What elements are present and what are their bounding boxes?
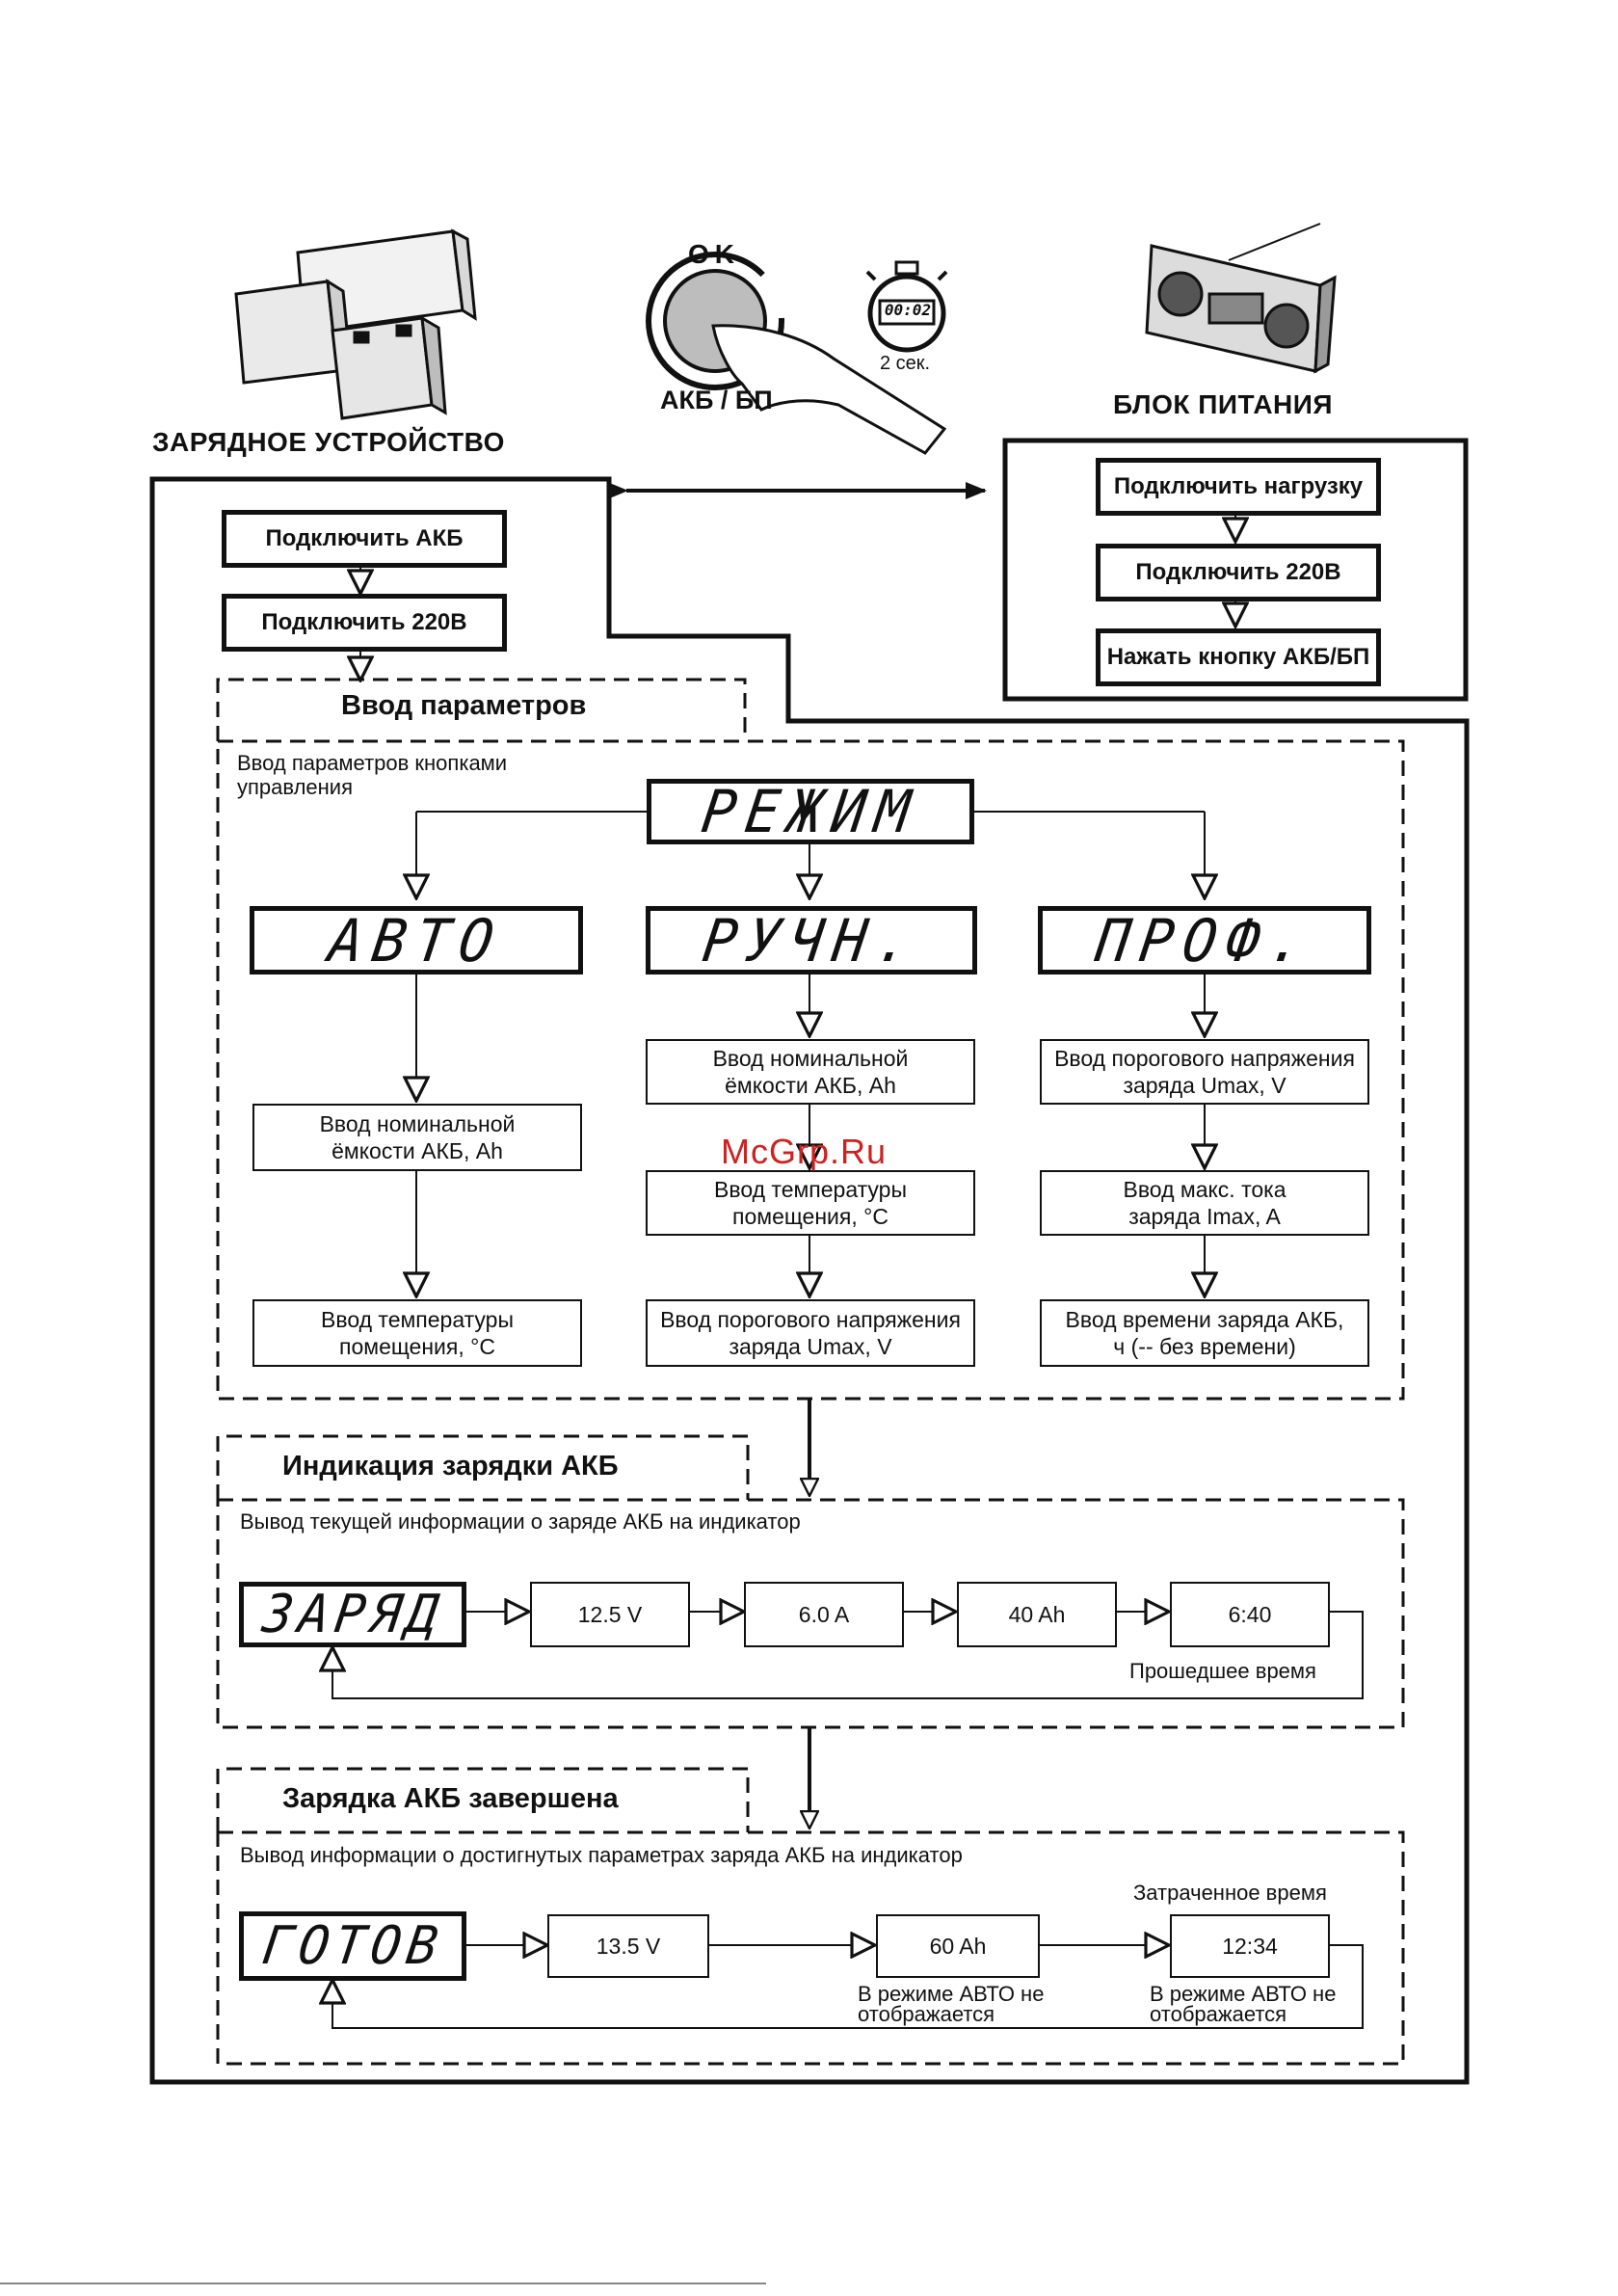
timer-display: 00:02 — [884, 301, 932, 319]
psu-step-press-button: Нажать кнопку АКБ/БП — [1096, 628, 1381, 686]
charging-elapsed-time: 6:40 — [1170, 1582, 1330, 1647]
step-connect-220v: Подключить 220В — [222, 594, 507, 652]
psu-label: БЛОК ПИТАНИЯ — [1113, 389, 1334, 419]
auto-temperature-input: Ввод температуры помещения, °C — [252, 1299, 582, 1367]
done-title: Зарядка АКБ завершена — [282, 1783, 619, 1814]
ok-label: OK — [688, 239, 740, 269]
timer-caption: 2 сек. — [880, 353, 931, 374]
pro-voltage-input: Ввод порогового напряжения заряда Umax, … — [1040, 1039, 1369, 1105]
auto-mode-display: АВТО — [250, 906, 583, 974]
auto-capacity-input: Ввод номинальной ёмкости АКБ, Ah — [252, 1104, 582, 1171]
charger-label: ЗАРЯДНОЕ УСТРОЙСТВО — [152, 427, 505, 457]
pro-current-input: Ввод макс. тока заряда Imax, A — [1040, 1170, 1369, 1236]
done-capacity: 60 Ah — [876, 1914, 1040, 1978]
manual-temperature-input: Ввод температуры помещения, °C — [646, 1170, 975, 1236]
manual-voltage-input: Ввод порогового напряжения заряда Umax, … — [646, 1299, 975, 1367]
stopwatch-icon — [865, 260, 948, 353]
charging-title: Индикация зарядки АКБ — [282, 1451, 619, 1482]
charging-current: 6.0 A — [744, 1582, 904, 1647]
step-connect-battery: Подключить АКБ — [222, 510, 507, 568]
time-auto-note: В режиме АВТО не отображается — [1150, 1982, 1337, 2026]
ok-button-illustration — [646, 252, 947, 455]
watermark: McGrp.Ru — [721, 1132, 888, 1171]
ready-display: ГОТОВ — [239, 1911, 466, 1981]
boombox-illustration — [1145, 223, 1337, 374]
params-title: Ввод параметров — [341, 690, 587, 721]
capacity-auto-note: В режиме АВТО не отображается — [858, 1982, 1045, 2026]
manual-mode-display: РУЧН. — [646, 906, 977, 974]
charging-display: ЗАРЯД — [239, 1582, 466, 1647]
charging-capacity: 40 Ah — [957, 1582, 1117, 1647]
psu-step-connect-load: Подключить нагрузку — [1096, 458, 1381, 516]
pro-time-input: Ввод времени заряда АКБ, ч (-- без време… — [1040, 1299, 1369, 1367]
button-label: АКБ / БП — [660, 386, 773, 414]
charging-voltage: 12.5 V — [530, 1582, 690, 1647]
spent-time-label: Затраченное время — [1133, 1881, 1327, 1905]
mode-display: РЕЖИМ — [647, 777, 974, 846]
params-subtitle: Ввод параметров кнопками управления — [237, 751, 508, 799]
manual-capacity-input: Ввод номинальной ёмкости АКБ, Ah — [646, 1039, 975, 1105]
elapsed-time-label: Прошедшее время — [1129, 1659, 1316, 1683]
psu-step-connect-220v: Подключить 220В — [1096, 544, 1381, 601]
pro-mode-display: ПРОФ. — [1038, 906, 1371, 974]
battery-illustration — [234, 228, 477, 420]
done-voltage: 13.5 V — [547, 1914, 709, 1978]
done-subtitle: Вывод информации о достигнутых параметра… — [240, 1843, 963, 1867]
charging-subtitle: Вывод текущей информации о заряде АКБ на… — [240, 1509, 801, 1534]
done-spent-time: 12:34 — [1170, 1914, 1330, 1978]
